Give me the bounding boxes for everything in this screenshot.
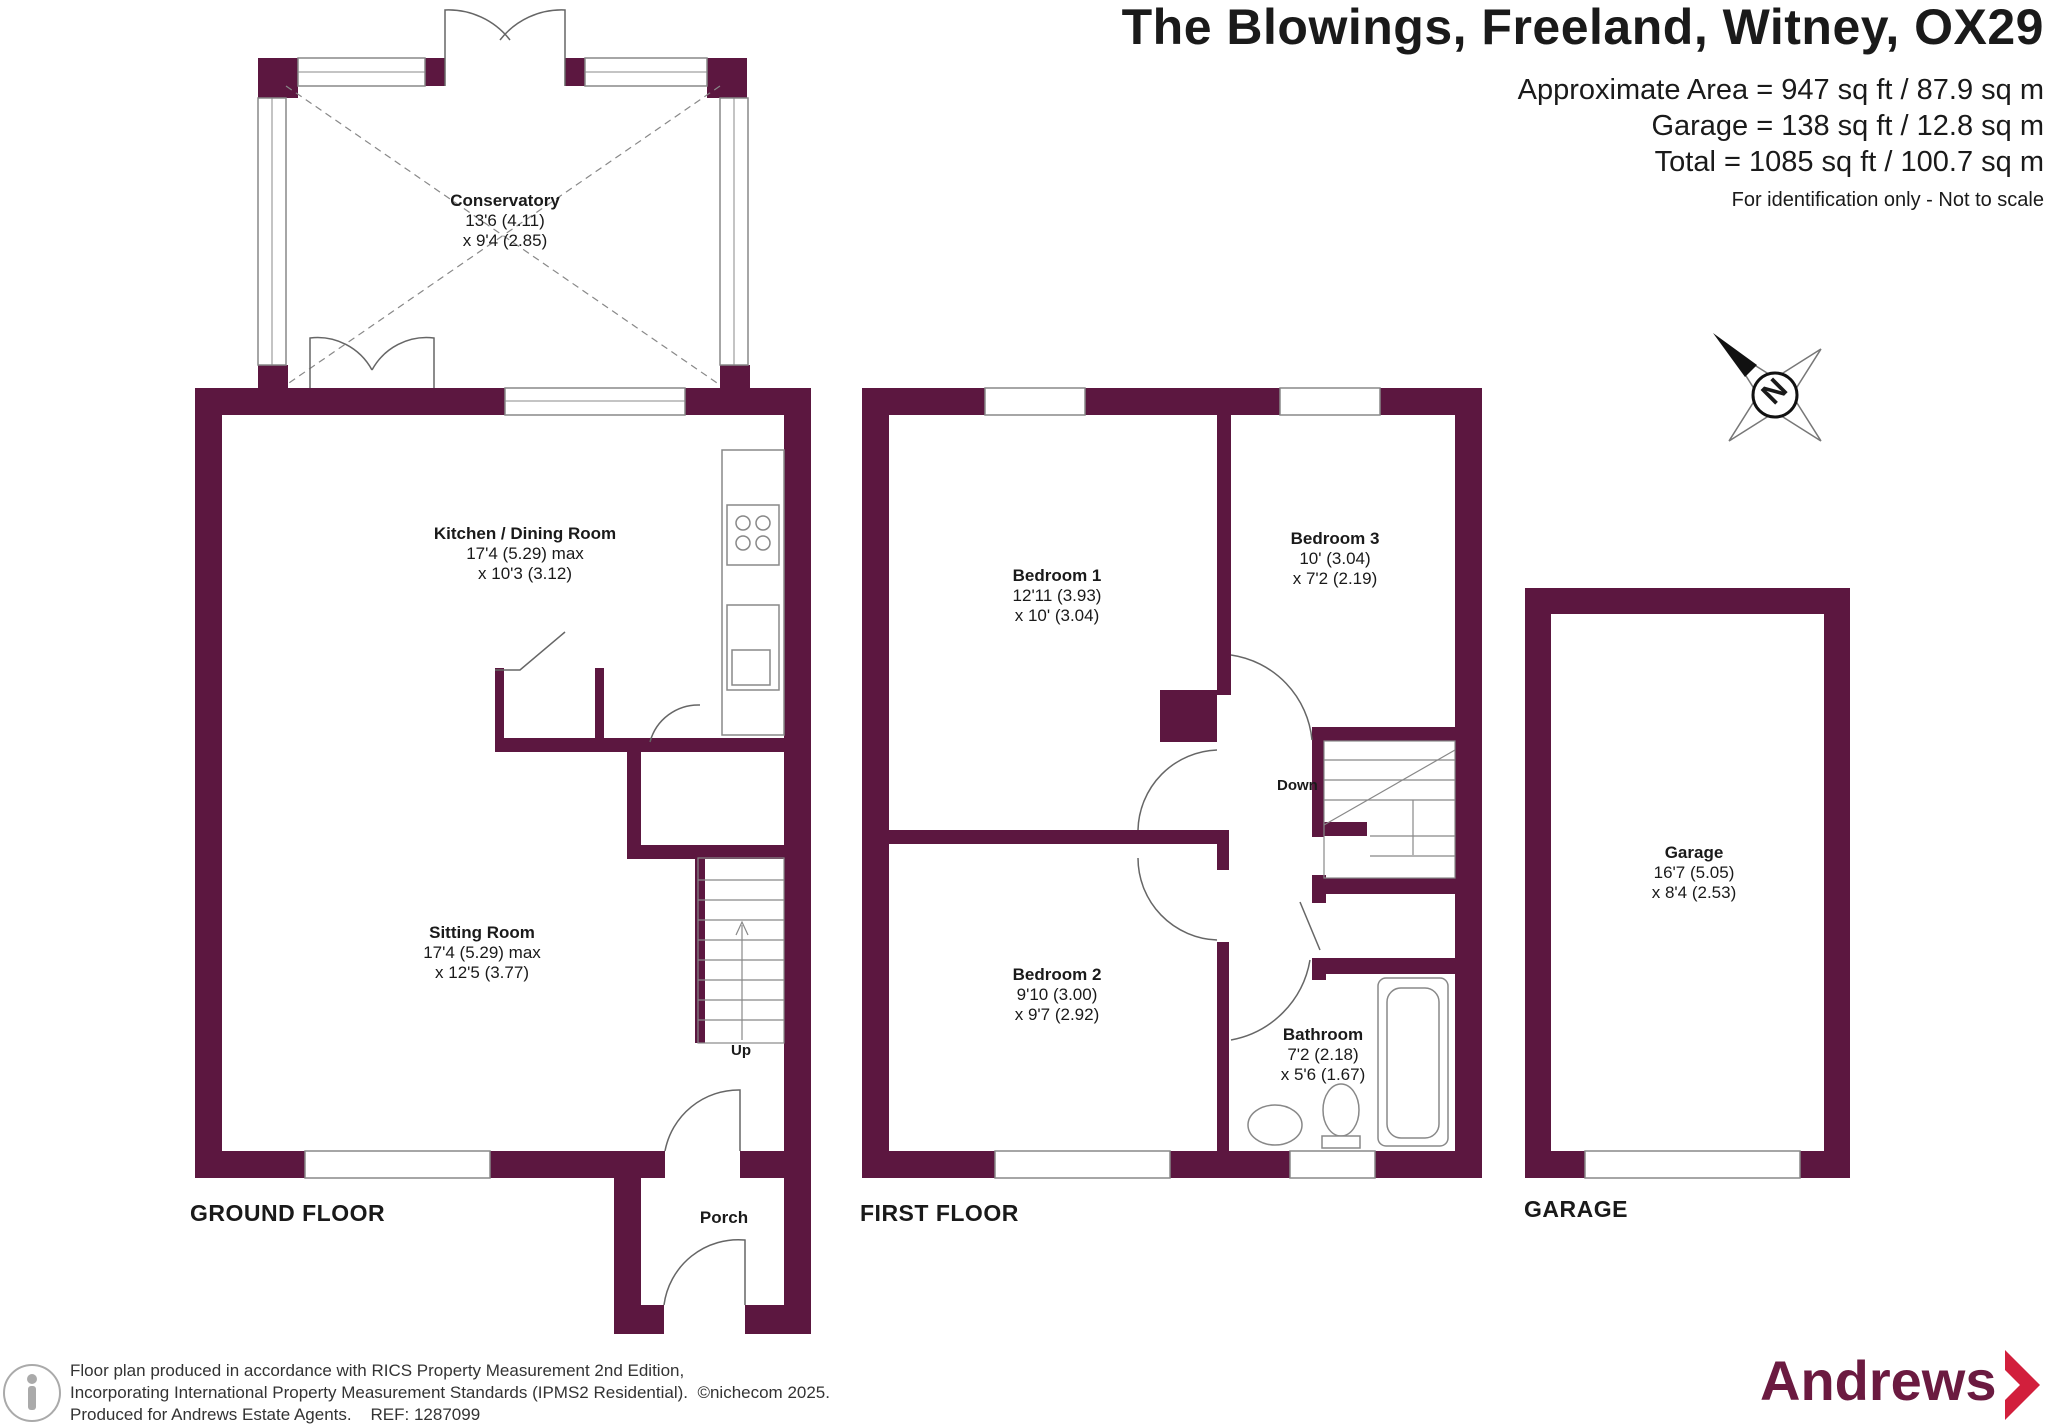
footer-line2: Incorporating International Property Mea… xyxy=(70,1383,688,1402)
footer-line3: Produced for Andrews Estate Agents. xyxy=(70,1405,352,1424)
person-icon xyxy=(3,1364,61,1422)
roof-lines xyxy=(285,85,721,386)
footer-ref: REF: 1287099 xyxy=(370,1405,481,1424)
room-bedroom1: Bedroom 1 12'11 (3.93) x 10' (3.04) xyxy=(1013,566,1102,626)
brand-logo: Andrews xyxy=(1760,1349,1997,1412)
room-dim: 9'10 (3.00) xyxy=(1016,985,1098,1004)
garage-floor-label: GARAGE xyxy=(1524,1196,1628,1222)
room-name: Kitchen / Dining Room xyxy=(433,524,617,543)
approx-area: Approximate Area = 947 sq ft / 87.9 sq m xyxy=(1517,74,2044,106)
kitchen-units xyxy=(721,449,785,736)
ground-floor-label: GROUND FLOOR xyxy=(190,1200,386,1226)
room-bedroom2: Bedroom 2 9'10 (3.00) x 9'7 (2.92) xyxy=(1013,965,1102,1025)
room-name: Bathroom xyxy=(1282,1025,1364,1044)
room-dim: x 7'2 (2.19) xyxy=(1292,569,1378,588)
room-name: Bedroom 2 xyxy=(1012,965,1102,984)
room-name: Porch xyxy=(699,1208,749,1227)
room-dim: x 12'5 (3.77) xyxy=(435,963,529,982)
room-name: Sitting Room xyxy=(429,923,535,942)
stairs xyxy=(697,740,1456,1044)
room-sitting: Sitting Room 17'4 (5.29) max x 12'5 (3.7… xyxy=(423,923,541,983)
room-dim: x 9'4 (2.85) xyxy=(462,231,548,250)
disclaimer: For identification only - Not to scale xyxy=(1731,189,2044,211)
room-dim: 12'11 (3.93) xyxy=(1012,586,1102,605)
page-title: The Blowings, Freeland, Witney, OX29 xyxy=(1121,0,2044,55)
room-dim: 17'4 (5.29) max xyxy=(423,943,541,962)
footer: Floor plan produced in accordance with R… xyxy=(70,1360,830,1426)
glazing-lines xyxy=(271,71,735,402)
room-bathroom: Bathroom 7'2 (2.18) x 5'6 (1.67) xyxy=(1281,1025,1366,1085)
room-dim: x 8'4 (2.53) xyxy=(1651,883,1737,902)
room-dim: x 10' (3.04) xyxy=(1014,606,1100,625)
door-swings xyxy=(309,9,1321,1306)
room-dim: x 10'3 (3.12) xyxy=(478,564,572,583)
bathroom-fixtures xyxy=(1247,977,1449,1149)
room-porch: Porch xyxy=(700,1208,748,1228)
room-name: Garage xyxy=(1664,843,1724,862)
footer-copyright: ©nichecom 2025. xyxy=(697,1383,830,1402)
room-name: Bedroom 3 xyxy=(1290,529,1380,548)
room-name: Bedroom 1 xyxy=(1012,566,1102,585)
room-kitchen: Kitchen / Dining Room 17'4 (5.29) max x … xyxy=(434,524,616,584)
room-dim: x 5'6 (1.67) xyxy=(1280,1065,1366,1084)
stairs-down-label: Down xyxy=(1277,777,1318,794)
room-dim: x 9'7 (2.92) xyxy=(1014,1005,1100,1024)
brand-chevron-icon xyxy=(2005,1350,2040,1420)
room-garage: Garage 16'7 (5.05) x 8'4 (2.53) xyxy=(1652,843,1737,903)
room-bedroom3: Bedroom 3 10' (3.04) x 7'2 (2.19) xyxy=(1291,529,1380,589)
stairs-up-label: Up xyxy=(731,1042,751,1059)
room-conservatory: Conservatory 13'6 (4.11) x 9'4 (2.85) xyxy=(450,191,560,251)
walls xyxy=(195,58,1850,1334)
room-dim: 16'7 (5.05) xyxy=(1653,863,1735,882)
first-floor-label: FIRST FLOOR xyxy=(860,1200,1019,1226)
footer-line1: Floor plan produced in accordance with R… xyxy=(70,1361,685,1380)
room-dim: 17'4 (5.29) max xyxy=(466,544,584,563)
room-dim: 13'6 (4.11) xyxy=(465,211,545,230)
garage-area: Garage = 138 sq ft / 12.8 sq m xyxy=(1651,110,2044,142)
windows xyxy=(257,57,1801,1179)
room-name: Conservatory xyxy=(450,191,560,210)
total-area: Total = 1085 sq ft / 100.7 sq m xyxy=(1654,146,2044,178)
room-dim: 7'2 (2.18) xyxy=(1287,1045,1359,1064)
compass xyxy=(1713,333,1822,442)
room-dim: 10' (3.04) xyxy=(1299,549,1371,568)
